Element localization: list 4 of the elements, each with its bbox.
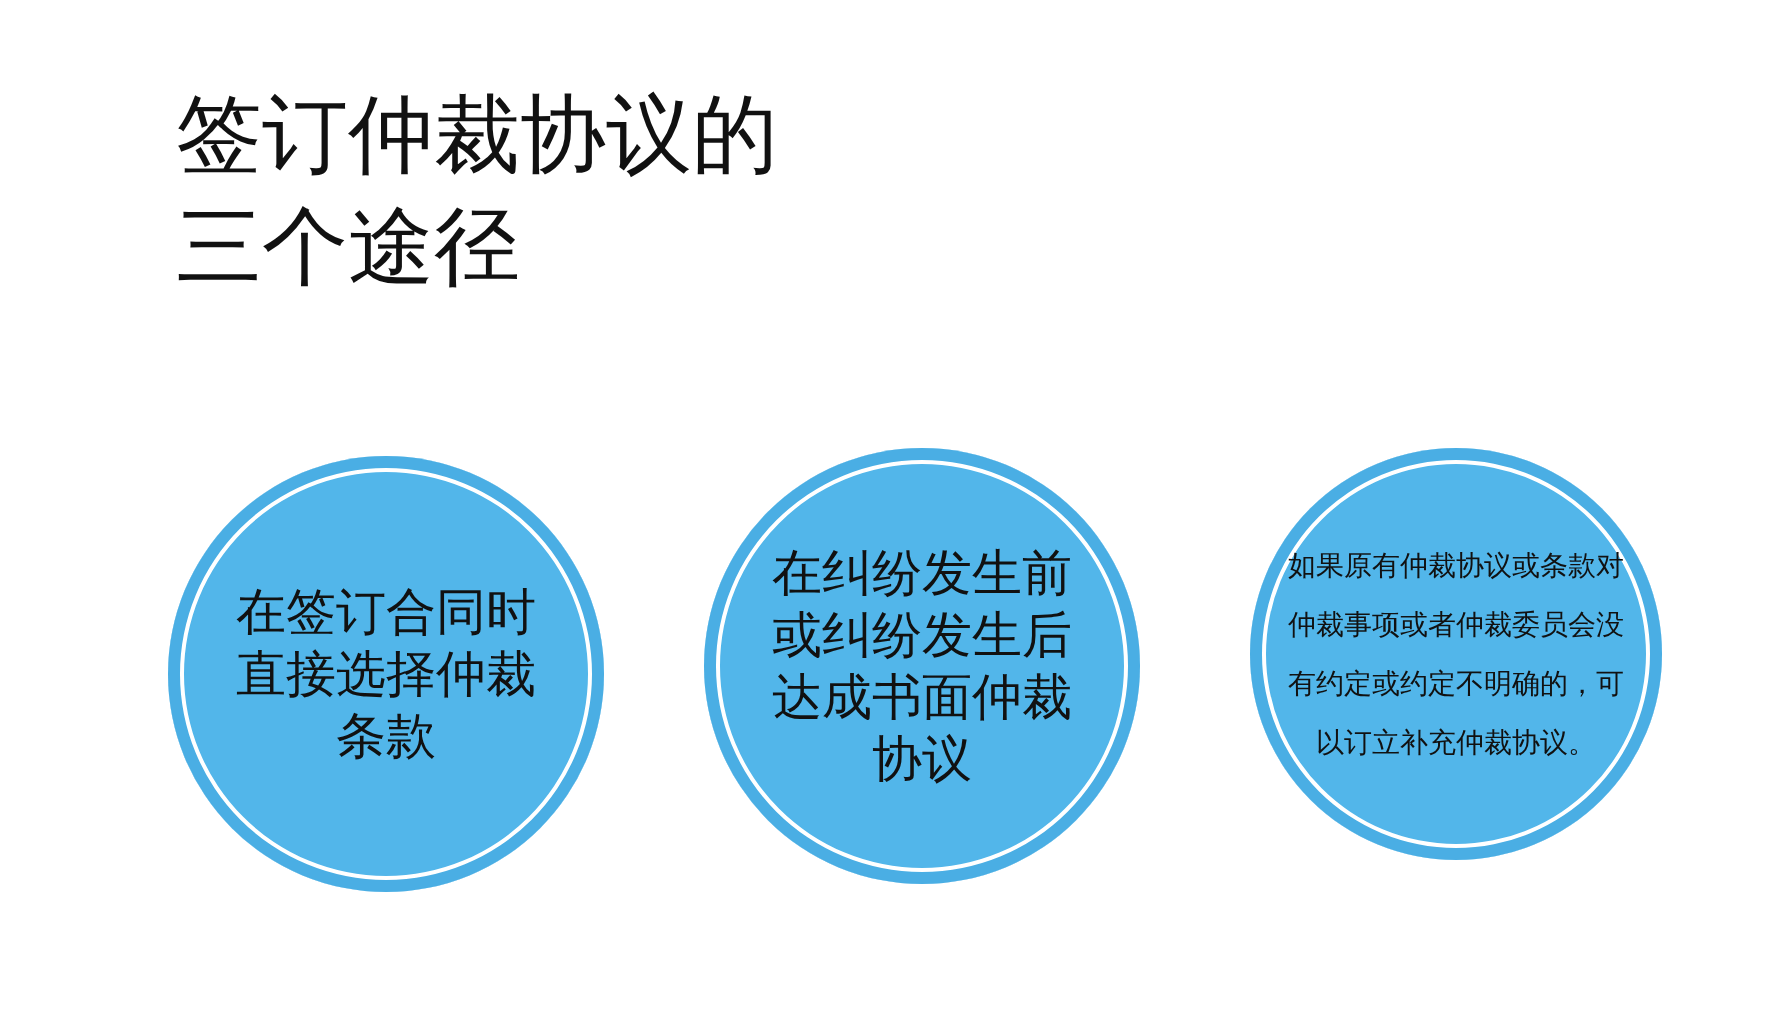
circle-text: 如果原有仲裁协议或条款对仲裁事项或者仲裁委员会没有约定或约定不明确的，可以订立补充仲裁协议。 bbox=[1287, 548, 1625, 761]
circle-text: 在纠纷发生前或纠纷发生后达成书面仲裁协议 bbox=[771, 543, 1073, 790]
title: 签订仲裁协议的三个途径 bbox=[176, 83, 779, 298]
circle-text: 在签订合同时直接选择仲裁条款 bbox=[235, 582, 537, 767]
